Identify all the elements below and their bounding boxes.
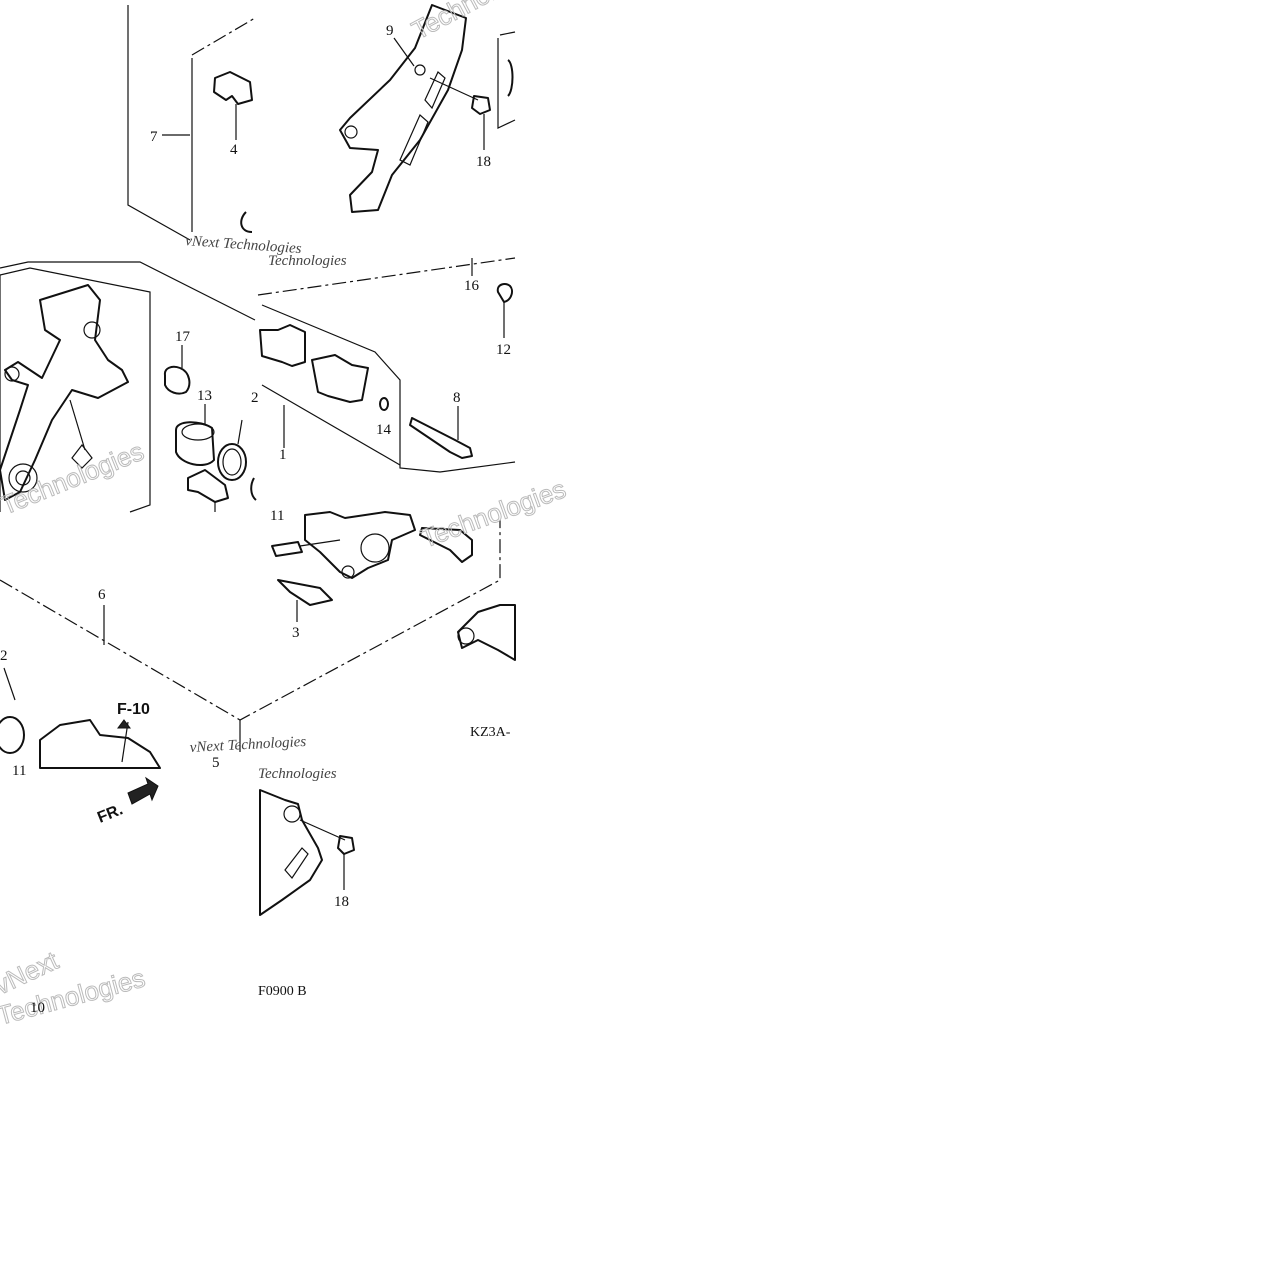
bleeder-part [271,539,341,557]
callout-3: 3 [292,625,300,641]
fr-label: FR. [95,801,125,826]
callout-14: 14 [376,422,392,438]
callout-12: 12 [496,342,511,358]
watermark-right-mid: Technologies [417,474,570,554]
callout-2-lower: 2 [0,648,8,664]
watermark-left-mid: Technologies [0,436,148,521]
callout-8: 8 [453,390,461,406]
callout-18-upper: 18 [476,154,491,170]
diagram-code-kz3a: KZ3A- [470,725,511,740]
callout-10: 10 [30,1000,45,1016]
seal-ring-part-2b [0,667,25,754]
diagram-code-f0900: F0900 B [258,984,307,999]
callout-5: 5 [212,755,220,771]
callout-7: 7 [150,129,158,145]
guard-right-partial [457,604,516,661]
callout-2-upper: 2 [251,390,259,406]
caliper-bracket-part [0,284,129,501]
callout-4: 4 [230,142,238,158]
pad-spring-part-3 [277,579,333,622]
watermark-upper: Technologies [407,0,555,45]
callout-16: 16 [464,278,480,294]
callout-11-lower: 11 [12,763,26,779]
box-upper-right-edge [497,31,516,129]
guard-plate-9 [339,4,467,213]
piston-part-13 [175,404,215,467]
callout-9: 9 [386,23,394,39]
clip-part-4 [213,71,253,140]
pin-part-8 [409,406,473,459]
bracket-box-outline [0,257,516,513]
watermark-lower: vNext Technologies [189,734,306,756]
guard-lower-part [259,789,323,916]
callout-13: 13 [197,388,212,404]
washer-part-14 [379,397,389,411]
callout-6: 6 [98,587,106,603]
boot-part-17 [163,345,191,395]
pin-bolt-part [187,469,229,512]
callout-1: 1 [279,447,287,463]
box-6-outline [0,520,501,752]
seal-partial-right [250,477,257,501]
bolt-part-12 [471,258,513,338]
ref-label-f10: F-10 [117,701,150,718]
seal-ring-part-2a [217,419,247,481]
watermark-lower-2: Technologies [258,766,337,782]
bolt-18-upper [429,77,491,150]
caliper-lower-part [39,719,161,769]
callout-18-lower: 18 [334,894,349,910]
caliper-body-part [304,511,416,579]
watermark-mid-right: Technologies [268,253,347,269]
bolt-18-lower [299,819,355,890]
callout-11-upper: 11 [270,508,284,524]
seal-ring-part [240,211,253,233]
fr-arrow-icon [127,776,159,805]
brake-pad-part [259,324,369,448]
callout-17: 17 [175,329,191,345]
slide-pin-part [419,527,473,563]
box-7-outline [127,5,256,241]
